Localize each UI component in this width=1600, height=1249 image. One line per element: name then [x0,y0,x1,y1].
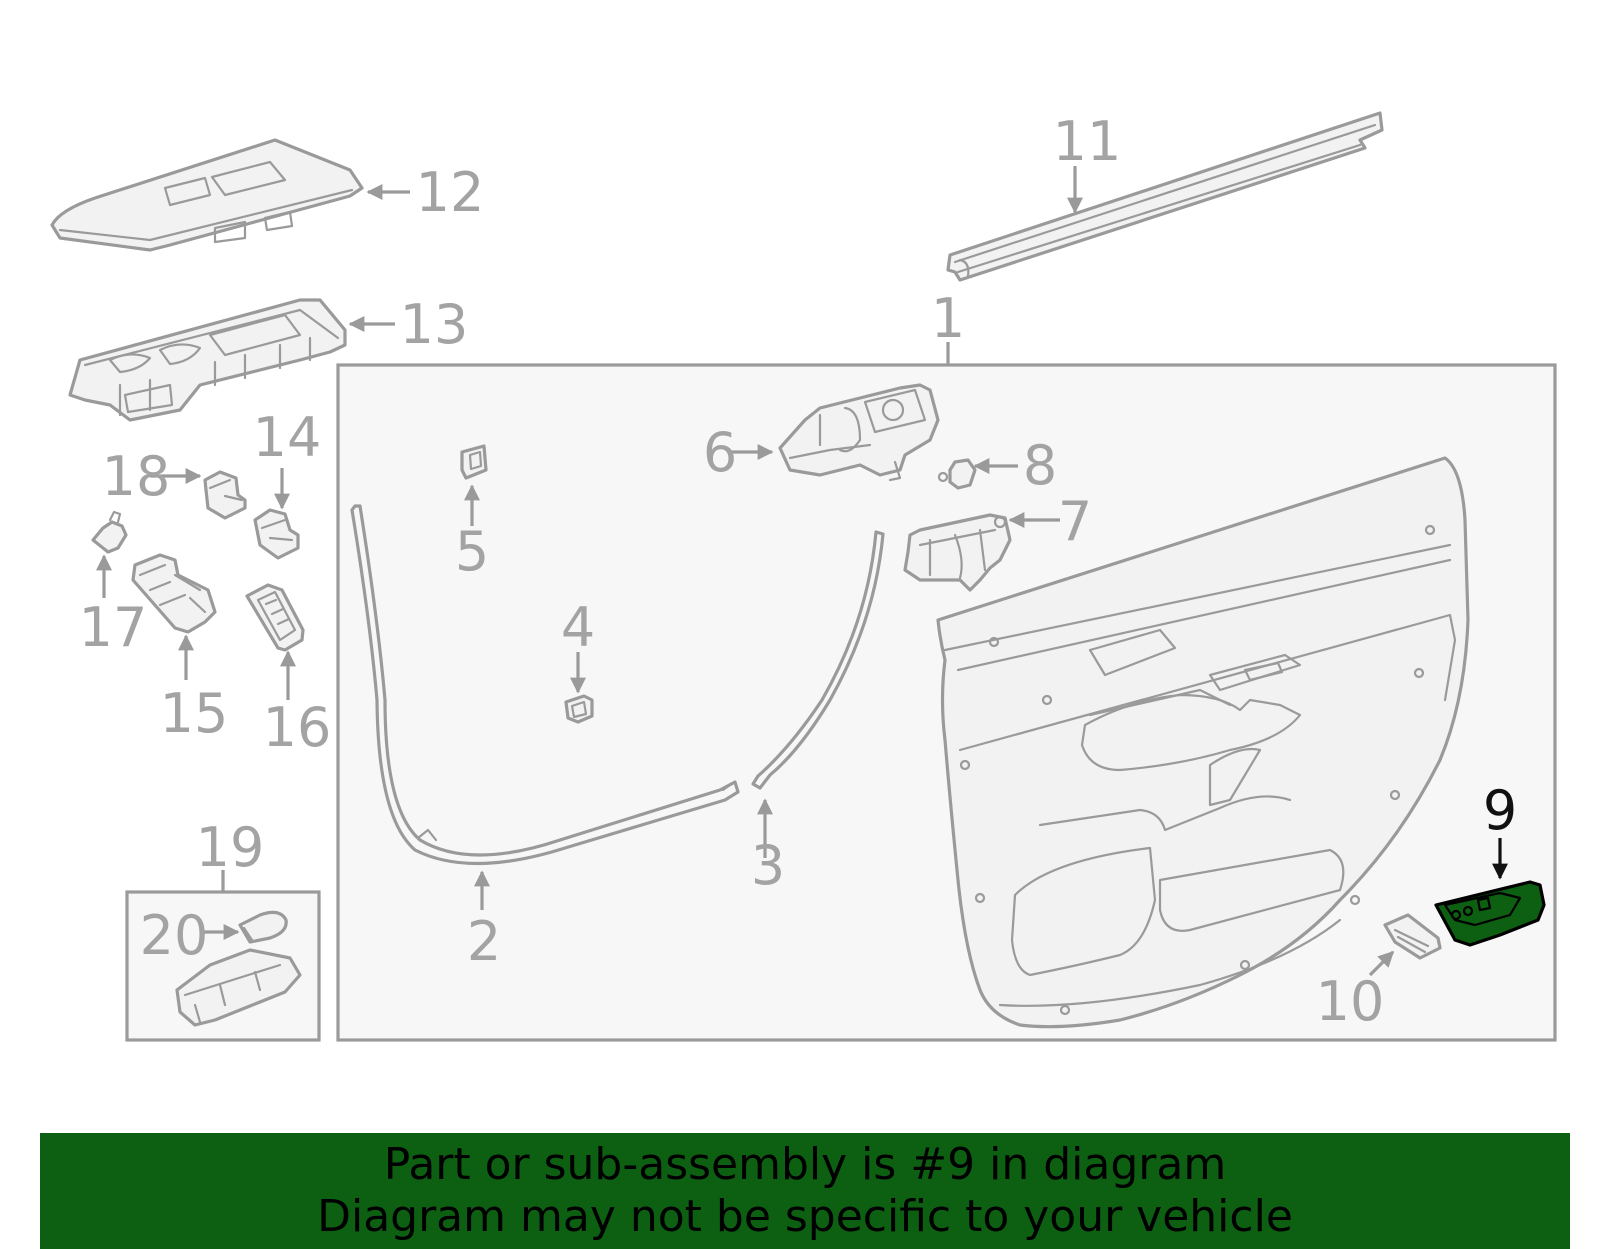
callout-5: 5 [455,520,489,583]
part-8-clip[interactable] [937,458,977,490]
callout-16: 16 [263,696,332,759]
part-2-weatherstrip[interactable] [350,504,740,866]
banner-line-1: Part or sub-assembly is #9 in diagram [383,1139,1227,1190]
callout-20: 20 [140,904,209,967]
part-5-clip[interactable] [460,444,488,480]
callout-10: 10 [1316,970,1385,1033]
callout-9: 9 [1483,779,1517,842]
door-trim-panel [936,456,1470,1029]
callout-18: 18 [102,445,171,508]
part-14-switch[interactable] [253,508,300,560]
callout-6: 6 [703,421,737,484]
part-15-window-switch[interactable] [131,553,217,634]
part-19-lamp-housing[interactable] [175,948,302,1027]
callout-2: 2 [467,910,501,973]
callout-7: 7 [1058,490,1092,553]
part-10-small-switch[interactable] [1383,913,1442,960]
banner-line-2: Diagram may not be specific to your vehi… [317,1191,1293,1242]
part-18-switch[interactable] [203,470,247,520]
part-7-handle-bracket[interactable] [903,513,1012,592]
callout-12: 12 [416,161,485,224]
callout-4: 4 [561,596,595,659]
part-17-switch[interactable] [91,510,128,554]
part-6-inside-handle[interactable] [778,383,940,482]
callout-15: 15 [160,682,229,745]
part-4-clip[interactable] [564,694,594,724]
info-banner: Part or sub-assembly is #9 in diagram Di… [40,1133,1570,1249]
part-3-weatherstrip[interactable] [751,530,885,790]
part-11-belt-moulding[interactable] [946,111,1384,282]
callout-3: 3 [751,834,785,897]
part-12-switch-bezel[interactable] [50,138,364,252]
part-20-bulb[interactable] [238,910,288,944]
part-9-pull-handle[interactable] [1434,880,1546,947]
callout-14: 14 [253,406,322,469]
callout-17: 17 [79,596,148,659]
callout-1: 1 [931,287,965,350]
callout-19: 19 [196,816,265,879]
part-16-window-switch[interactable] [245,583,305,652]
part-13-switch-base[interactable] [68,298,347,422]
callout-8: 8 [1023,434,1057,497]
callout-11: 11 [1053,110,1122,173]
callout-13: 13 [400,293,469,356]
